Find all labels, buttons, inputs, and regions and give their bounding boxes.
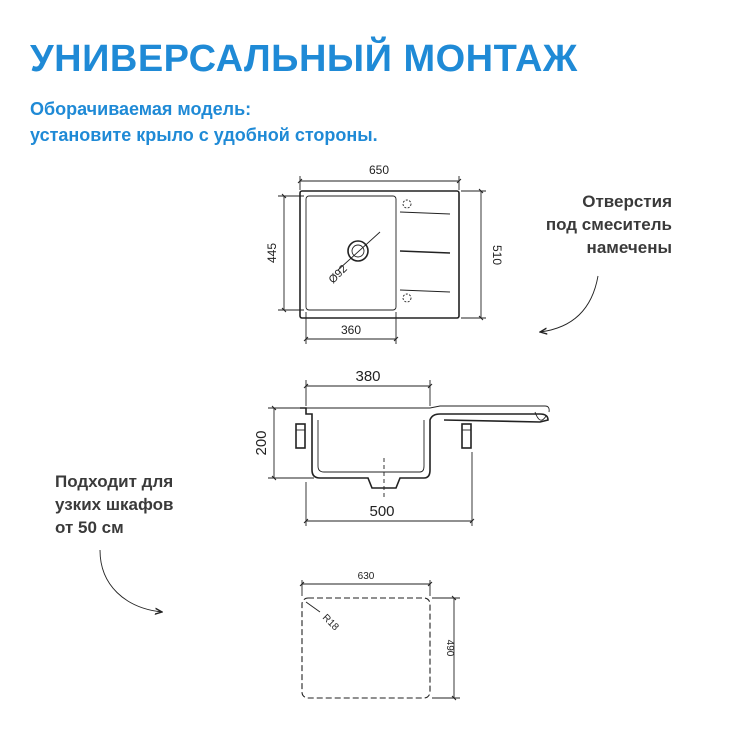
side-total-width-label: 500	[369, 503, 394, 520]
left-clamp-icon	[295, 423, 306, 449]
bowl-inner-wall	[317, 420, 425, 473]
drain-label: Ø92	[327, 263, 350, 286]
cutout-outline	[301, 597, 431, 699]
rim-top	[306, 405, 550, 413]
faucet-holes-note-line-3: намечены	[586, 238, 672, 257]
subtitle-line-1: Оборачиваемая модель:	[30, 99, 252, 119]
cabinet-note-line-3: от 50 см	[55, 518, 124, 537]
top-view-drawing: Ø92 650 510 445 360	[265, 163, 504, 344]
side-depth-label: 200	[253, 430, 270, 455]
sink-profile	[300, 407, 549, 489]
drainboard-groove-1	[399, 211, 451, 215]
side-view-drawing: 380 200 500	[253, 368, 550, 526]
top-height-label: 510	[490, 245, 504, 265]
cutout-height-label: 490	[444, 640, 455, 657]
page-title: УНИВЕРСАЛЬНЫЙ МОНТАЖ	[30, 38, 578, 80]
faucet-holes-note-line-1: Отверстия	[582, 192, 672, 211]
cabinet-arrow-icon	[99, 549, 162, 612]
cabinet-note-line-2: узких шкафов	[55, 495, 174, 514]
sink-outline	[299, 190, 460, 319]
drainboard-groove-2	[399, 250, 451, 254]
drainboard-groove-3	[399, 289, 451, 293]
cutout-drawing: R18 630 490	[299, 571, 460, 701]
bowl-width-label: 360	[341, 323, 361, 337]
bowl-outline	[305, 195, 397, 311]
faucet-hole-2-icon	[402, 293, 412, 303]
cabinet-note-line-1: Подходит для	[55, 472, 174, 491]
cabinet-note: Подходит для узких шкафов от 50 см	[55, 470, 173, 539]
subtitle: Оборачиваемая модель: установите крыло с…	[30, 96, 378, 148]
bowl-height-label: 445	[265, 243, 279, 263]
right-clamp-icon	[461, 423, 472, 449]
drain-icon	[337, 231, 381, 271]
cutout-radius-label: R18	[320, 612, 341, 633]
faucet-holes-note: Отверстия под смеситель намечены	[546, 190, 672, 259]
subtitle-line-2: установите крыло с удобной стороны.	[30, 125, 378, 145]
faucet-holes-note-line-2: под смеситель	[545, 215, 672, 234]
drainboard-edge	[534, 411, 547, 421]
faucet-hole-1-icon	[402, 199, 412, 209]
holes-arrow-icon	[540, 275, 599, 332]
cutout-width-label: 630	[358, 571, 375, 582]
side-bowl-width-label: 380	[355, 368, 380, 385]
top-width-label: 650	[369, 163, 389, 177]
